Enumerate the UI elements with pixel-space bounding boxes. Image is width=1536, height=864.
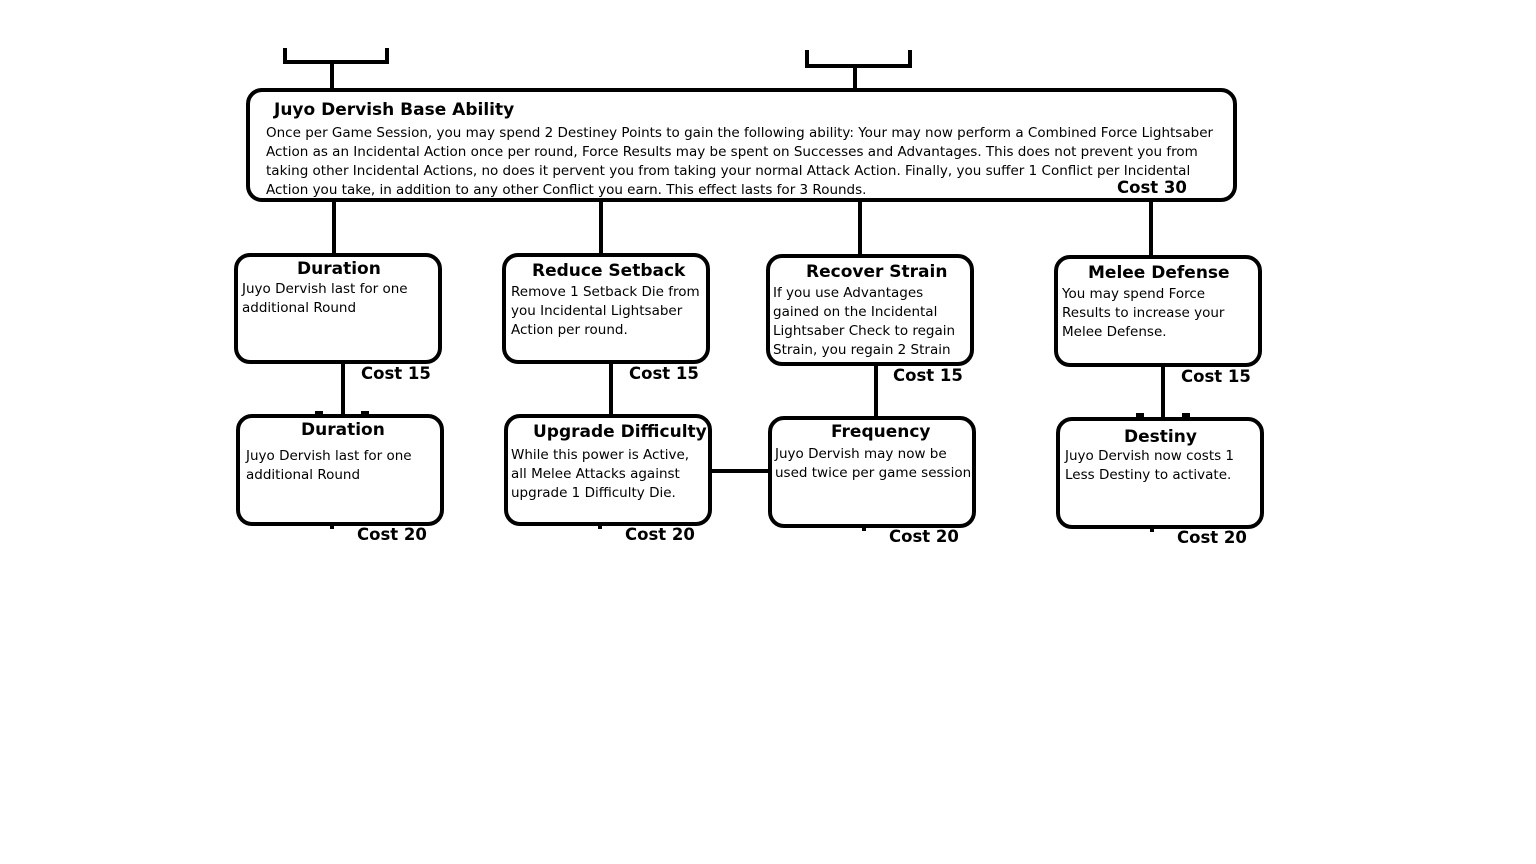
tier2-duration-description: Juyo Dervish last for one additional Rou…	[246, 448, 412, 483]
tier1-reduce-setback-title: Reduce Setback	[532, 261, 686, 281]
top-left-bracket-left	[283, 48, 287, 62]
base-ability-description: Once per Game Session, you may spend 2 D…	[266, 125, 1214, 198]
connector-tick	[862, 526, 866, 531]
connector-base-to-recover-strain	[858, 200, 862, 257]
connector-tick	[1150, 527, 1154, 532]
tier2-upgrade-difficulty-title: Upgrade Difficulty	[533, 422, 707, 442]
tier2-destiny-cost: Cost 20	[1177, 528, 1247, 547]
connector-tick	[1136, 413, 1144, 417]
connector-upgrade-difficulty-to-frequency	[708, 469, 771, 473]
tier2-upgrade-difficulty-description: While this power is Active, all Melee At…	[511, 447, 690, 501]
top-right-connector	[853, 66, 857, 90]
tier1-duration-description: Juyo Dervish last for one additional Rou…	[242, 281, 408, 316]
connector-tick	[330, 524, 334, 529]
tier1-recover-strain-title: Recover Strain	[806, 262, 948, 282]
tier2-frequency-title: Frequency	[831, 422, 931, 442]
top-right-bracket-left	[805, 50, 809, 66]
tier2-frequency-box: Frequency Juyo Dervish may now be used t…	[768, 416, 976, 528]
tier2-upgrade-difficulty-box: Upgrade Difficulty While this power is A…	[504, 414, 712, 526]
connector-tick	[1182, 413, 1190, 417]
tier2-upgrade-difficulty-cost: Cost 20	[625, 525, 695, 544]
tier1-duration-title: Duration	[297, 259, 381, 279]
tier1-melee-defense-description: You may spend Force Results to increase …	[1062, 286, 1225, 340]
tier2-frequency-cost: Cost 20	[889, 527, 959, 546]
tier2-duration-box: Duration Juyo Dervish last for one addit…	[236, 414, 444, 526]
tier2-destiny-description: Juyo Dervish now costs 1 Less Destiny to…	[1065, 448, 1235, 483]
connector-strain-to-frequency	[874, 364, 878, 419]
tier1-recover-strain-box: Recover Strain If you use Advantages gai…	[766, 254, 974, 366]
connector-base-to-melee-defense	[1149, 200, 1153, 258]
tier1-recover-strain-description: If you use Advantages gained on the Inci…	[773, 285, 956, 358]
top-right-bracket-right	[908, 50, 912, 66]
connector-tick	[361, 411, 369, 415]
tier2-duration-cost: Cost 20	[357, 525, 427, 544]
tier1-melee-defense-box: Melee Defense You may spend Force Result…	[1054, 255, 1262, 367]
tier1-duration-box: Duration Juyo Dervish last for one addit…	[234, 253, 442, 364]
top-left-connector	[330, 62, 334, 90]
connector-duration-to-duration	[341, 362, 345, 418]
tier2-destiny-title: Destiny	[1124, 427, 1197, 447]
tier1-reduce-setback-description: Remove 1 Setback Die from you Incidental…	[511, 284, 700, 338]
tier1-melee-defense-cost: Cost 15	[1181, 367, 1251, 386]
base-ability-box: Juyo Dervish Base Ability Once per Game …	[246, 88, 1237, 202]
tier1-reduce-setback-box: Reduce Setback Remove 1 Setback Die from…	[502, 253, 710, 364]
connector-tick	[315, 411, 323, 415]
tier1-duration-cost: Cost 15	[361, 364, 431, 383]
top-right-bracket-bottom	[805, 64, 912, 68]
connector-base-to-reduce-setback	[599, 200, 603, 256]
connector-melee-defense-to-destiny	[1161, 365, 1165, 420]
tier1-reduce-setback-cost: Cost 15	[629, 364, 699, 383]
base-ability-cost: Cost 30	[1117, 178, 1187, 197]
top-left-bracket-bottom	[283, 60, 389, 64]
connector-setback-to-upgrade-difficulty	[609, 362, 613, 418]
connector-base-to-duration	[332, 200, 336, 256]
tier2-destiny-box: Destiny Juyo Dervish now costs 1 Less De…	[1056, 417, 1264, 529]
tier2-duration-title: Duration	[301, 420, 385, 440]
top-left-bracket-right	[385, 48, 389, 62]
tier2-frequency-description: Juyo Dervish may now be used twice per g…	[775, 446, 972, 481]
connector-tick	[598, 524, 602, 529]
tier1-melee-defense-title: Melee Defense	[1088, 263, 1230, 283]
base-ability-title: Juyo Dervish Base Ability	[274, 100, 515, 120]
tier1-recover-strain-cost: Cost 15	[893, 366, 963, 385]
